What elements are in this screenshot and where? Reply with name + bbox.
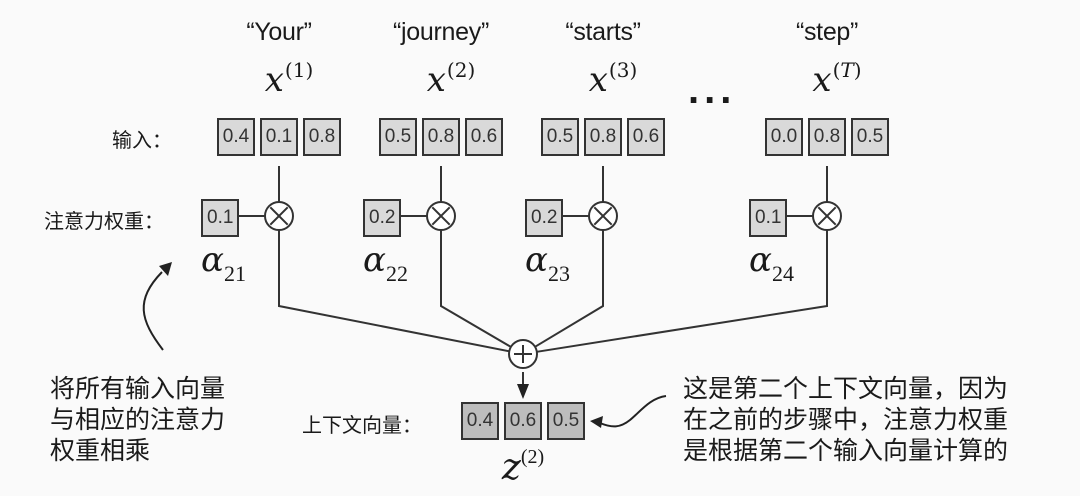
- input-index: (1): [284, 58, 314, 82]
- weighted-to-sum-line: [536, 230, 828, 353]
- input-cell: 0.5: [379, 118, 417, 156]
- input-index-value: 3: [616, 58, 630, 82]
- attention-weight-symbol: α23: [525, 240, 570, 287]
- multiply-cross-stroke: [269, 206, 289, 226]
- multiply-cross-stroke: [593, 206, 613, 226]
- alpha-glyph: α: [363, 240, 386, 280]
- input-vector-symbol: x(T): [812, 58, 861, 100]
- context-index: 2: [527, 446, 538, 468]
- attention-weight-row-label: 注意力权重：: [44, 211, 164, 233]
- attention-weight-cell: 0.1: [201, 199, 239, 237]
- weighted-to-sum-line: [440, 230, 512, 348]
- context-vector-cell: 0.6: [504, 402, 542, 440]
- input-index-value: 1: [292, 58, 306, 82]
- right-note-arrowhead-icon: [590, 416, 603, 428]
- weighted-to-sum-line: [278, 230, 510, 353]
- right-note-pointer-arrow: [599, 395, 667, 428]
- ellipsis: ...: [688, 68, 737, 112]
- attention-weight-symbol: α22: [363, 240, 408, 287]
- weighted-to-sum-line: [534, 230, 604, 348]
- alpha-subscript: 23: [547, 261, 570, 286]
- alpha-subscript: 22: [385, 261, 408, 286]
- input-cell: 0.8: [422, 118, 460, 156]
- input-cell: 0.8: [808, 118, 846, 156]
- input-cell: 0.8: [303, 118, 341, 156]
- input-cell: 0.5: [541, 118, 579, 156]
- alpha-subscript: 21: [223, 261, 246, 286]
- alpha-glyph: α: [201, 240, 224, 280]
- input-cell: 0.6: [627, 118, 665, 156]
- attention-weight-cell: 0.2: [525, 199, 563, 237]
- input-vector-symbol: x(2): [427, 58, 476, 100]
- input-var: x: [812, 60, 832, 100]
- left-note-arrowhead-icon: [159, 262, 172, 276]
- multiply-cross-stroke: [431, 206, 451, 226]
- alpha-glyph: α: [749, 240, 772, 280]
- input-cell: 0.5: [851, 118, 889, 156]
- context-vector-label: 上下文向量：: [302, 415, 422, 437]
- input-var: x: [264, 60, 284, 100]
- context-var: z: [501, 447, 521, 488]
- attention-weight-symbol: α21: [201, 240, 246, 287]
- note-multiply-weights: 将所有输入向量 与相应的注意力 权重相乘: [50, 375, 226, 465]
- input-index: (T): [832, 58, 862, 82]
- attention-weight-symbol: α24: [749, 240, 794, 287]
- sum-to-context-arrowhead-icon: [517, 384, 529, 399]
- input-cell: 0.8: [584, 118, 622, 156]
- token-word: “starts”: [565, 18, 641, 46]
- input-index: (3): [608, 58, 638, 82]
- input-index-value: 2: [454, 58, 468, 82]
- input-cell: 0.6: [465, 118, 503, 156]
- token-word: “step”: [795, 18, 859, 46]
- input-cell: 0.0: [765, 118, 803, 156]
- context-vector-cell: 0.4: [461, 402, 499, 440]
- input-var: x: [426, 60, 446, 100]
- note-second-context-vector: 这是第二个上下文向量，因为 在之前的步骤中，注意力权重 是根据第二个输入向量计算…: [683, 375, 1009, 465]
- token-word: “journey”: [393, 18, 489, 46]
- left-note-pointer-arrow: [142, 271, 164, 351]
- input-vector-symbol: x(3): [589, 58, 638, 100]
- attention-weight-cell: 0.1: [749, 199, 787, 237]
- input-cell: 0.4: [217, 118, 255, 156]
- input-index-value: T: [840, 58, 854, 82]
- input-index: (2): [446, 58, 476, 82]
- attention-weight-cell: 0.2: [363, 199, 401, 237]
- token-word: “Your”: [246, 18, 312, 46]
- alpha-glyph: α: [525, 240, 548, 280]
- input-var: x: [588, 60, 608, 100]
- context-vector-cell: 0.5: [547, 402, 585, 440]
- context-vector-symbol: z(2): [501, 446, 545, 488]
- input-vector-symbol: x(1): [265, 58, 314, 100]
- input-row-label: 输入：: [112, 130, 172, 152]
- multiply-cross-stroke: [817, 206, 837, 226]
- alpha-subscript: 24: [771, 261, 794, 286]
- input-cell: 0.1: [260, 118, 298, 156]
